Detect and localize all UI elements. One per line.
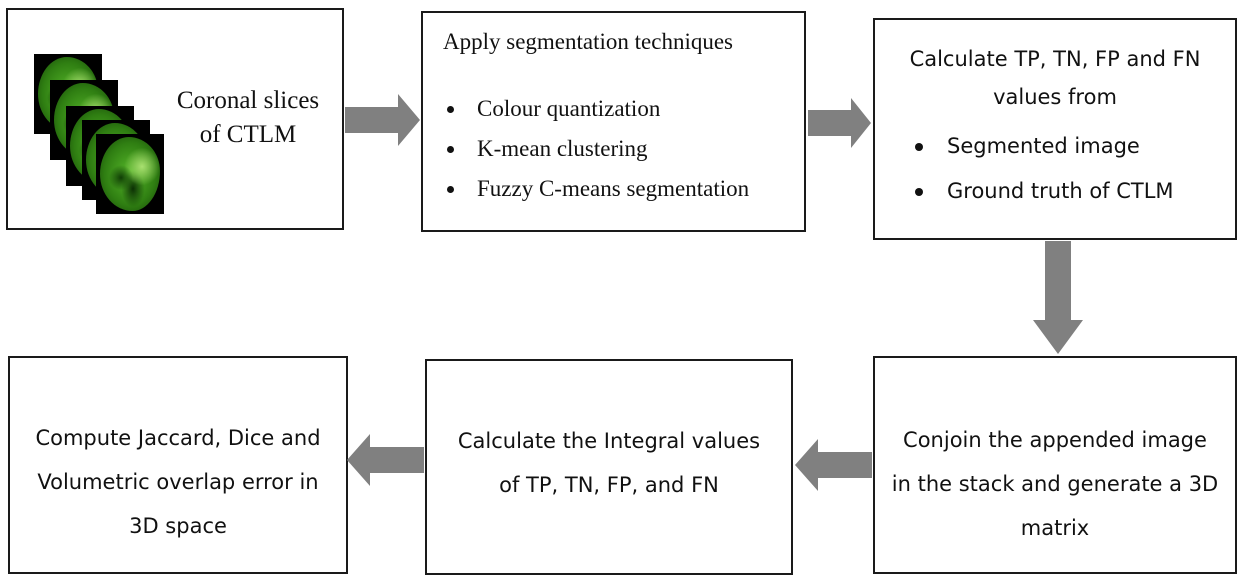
label-line: Volumetric overlap error in: [37, 470, 319, 494]
step-integral-values-label: Calculate the Integral values of TP, TN,…: [427, 419, 791, 507]
ct-slice-image: [96, 134, 164, 214]
label-line: in the stack and generate a 3D: [891, 472, 1219, 496]
bullet-icon: [915, 188, 923, 196]
step-segmentation-box: Apply segmentation techniques Colour qua…: [421, 11, 806, 232]
step-coronal-slices-label: Coronal slices of CTLM: [158, 84, 338, 152]
bullet-icon: [447, 146, 454, 153]
step-calculate-values-title: Calculate TP, TN, FP and FN values from: [875, 40, 1235, 116]
arrow-right-icon: [808, 98, 871, 148]
arrow-down-icon: [1033, 241, 1083, 354]
list-item: Fuzzy C-means segmentation: [441, 169, 749, 209]
list-item: Ground truth of CTLM: [911, 169, 1174, 214]
step-calculate-values-box: Calculate TP, TN, FP and FN values from …: [873, 18, 1237, 240]
label-line: matrix: [1020, 516, 1090, 540]
bullet-icon: [447, 106, 454, 113]
label-line: Compute Jaccard, Dice and: [35, 426, 321, 450]
arrow-right-icon: [345, 94, 420, 146]
label-line: Calculate TP, TN, FP and FN: [909, 47, 1201, 71]
label-line: 3D space: [129, 514, 227, 538]
arrow-left-icon: [347, 434, 424, 486]
label-line: Calculate the Integral values: [457, 429, 761, 453]
step-compute-metrics-label: Compute Jaccard, Dice and Volumetric ove…: [10, 416, 346, 548]
label-line: Conjoin the appended image: [903, 428, 1207, 452]
arrow-left-icon: [795, 439, 872, 491]
segmentation-technique-list: Colour quantization K-mean clustering Fu…: [441, 89, 749, 209]
bullet-icon: [447, 186, 454, 193]
step-coronal-slices-box: Coronal slices of CTLM: [6, 8, 344, 230]
label-line: Coronal slices: [176, 87, 320, 114]
step-integral-values-box: Calculate the Integral values of TP, TN,…: [425, 359, 793, 575]
step-conjoin-label: Conjoin the appended image in the stack …: [875, 418, 1235, 550]
list-item: K-mean clustering: [441, 129, 749, 169]
step-segmentation-title: Apply segmentation techniques: [443, 29, 733, 54]
label-line: values from: [993, 85, 1117, 109]
label-line: of CTLM: [199, 121, 297, 148]
list-item: Segmented image: [911, 124, 1174, 169]
step-compute-metrics-box: Compute Jaccard, Dice and Volumetric ove…: [8, 356, 348, 574]
bullet-icon: [915, 143, 923, 151]
list-item: Colour quantization: [441, 89, 749, 129]
source-list: Segmented image Ground truth of CTLM: [911, 124, 1174, 214]
label-line: of TP, TN, FP, and FN: [499, 473, 719, 497]
step-conjoin-box: Conjoin the appended image in the stack …: [873, 356, 1237, 574]
